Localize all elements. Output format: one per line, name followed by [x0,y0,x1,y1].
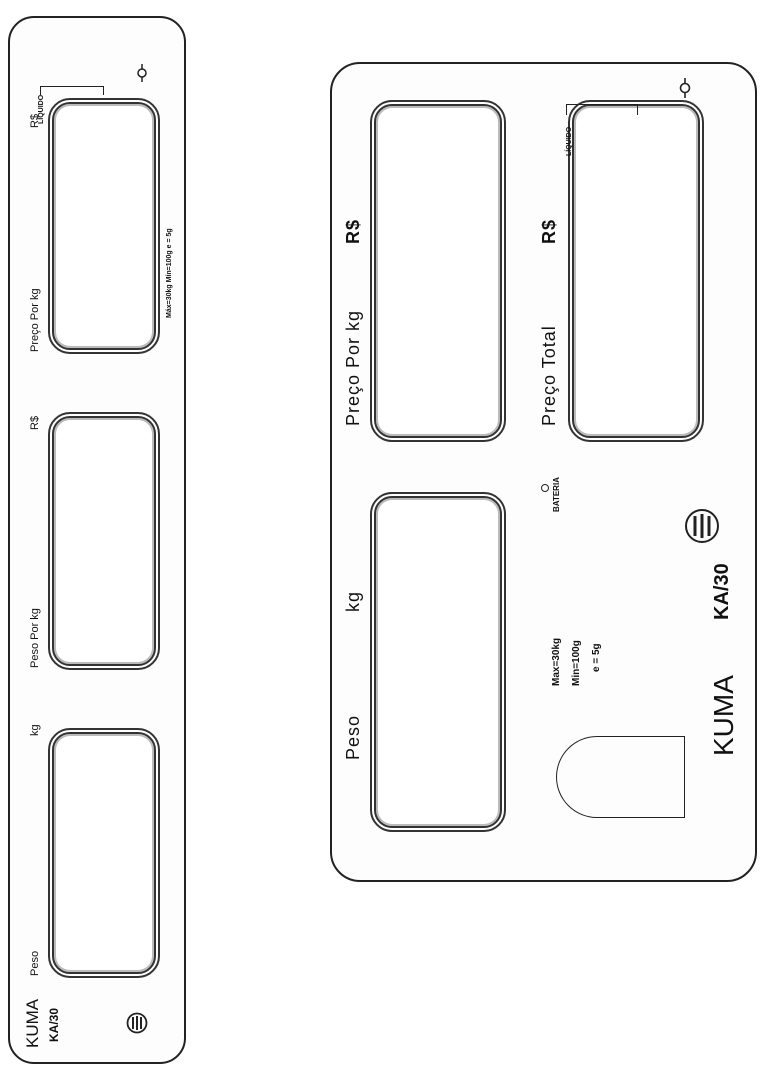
display-window-preco-por-kg [48,98,160,354]
unit-peso-por-kg: R$ [29,415,41,430]
liquido-bracket [40,86,104,95]
spec-max: Max=30kg [551,637,562,686]
label-liquido: LÍQUIDO [38,94,45,124]
display-window-preco-por-kg-b [370,100,506,442]
zero-indicator-icon [137,64,147,82]
label-peso: Peso [29,950,41,976]
drawer-opening-outline [556,736,685,818]
brand-logo-text-b: KUMA [708,675,739,756]
label-preco-total-b: Preço Total [539,325,559,426]
label-peso-por-kg: Peso Por kg [29,608,41,668]
unit-peso-b: kg [343,590,363,612]
model-text: KA/30 [47,1007,61,1042]
display-window-peso-b [370,492,506,832]
unit-peso: kg [29,724,41,736]
unit-preco-total-b: R$ [539,218,559,244]
inmetro-logo-icon [126,1012,148,1034]
battery-led-icon [541,484,549,492]
label-bateria: BATERIA [552,477,561,512]
spec-min: Min=100g [571,640,582,686]
unit-preco-por-kg-b: R$ [343,218,363,244]
label-preco-por-kg-b: Preço Por kg [343,309,363,426]
label-preco-por-kg: Preço Por kg [29,288,41,352]
zero-indicator-icon-b [679,78,691,98]
liquido-bracket-b [566,104,638,115]
label-liquido-b: LÍQUIDO [566,126,573,156]
display-window-peso-por-kg [48,412,160,670]
inmetro-logo-icon-b [685,509,719,543]
brand-logo-text: KUMA [23,998,42,1048]
label-peso-b: Peso [343,714,363,760]
display-window-preco-total-b [568,100,704,442]
spec-text: Máx=30kg Mín=100g e = 5g [166,228,173,318]
model-text-b: KA/30 [711,563,733,620]
spec-e: e = 5g [591,643,602,672]
display-window-peso [48,728,160,978]
